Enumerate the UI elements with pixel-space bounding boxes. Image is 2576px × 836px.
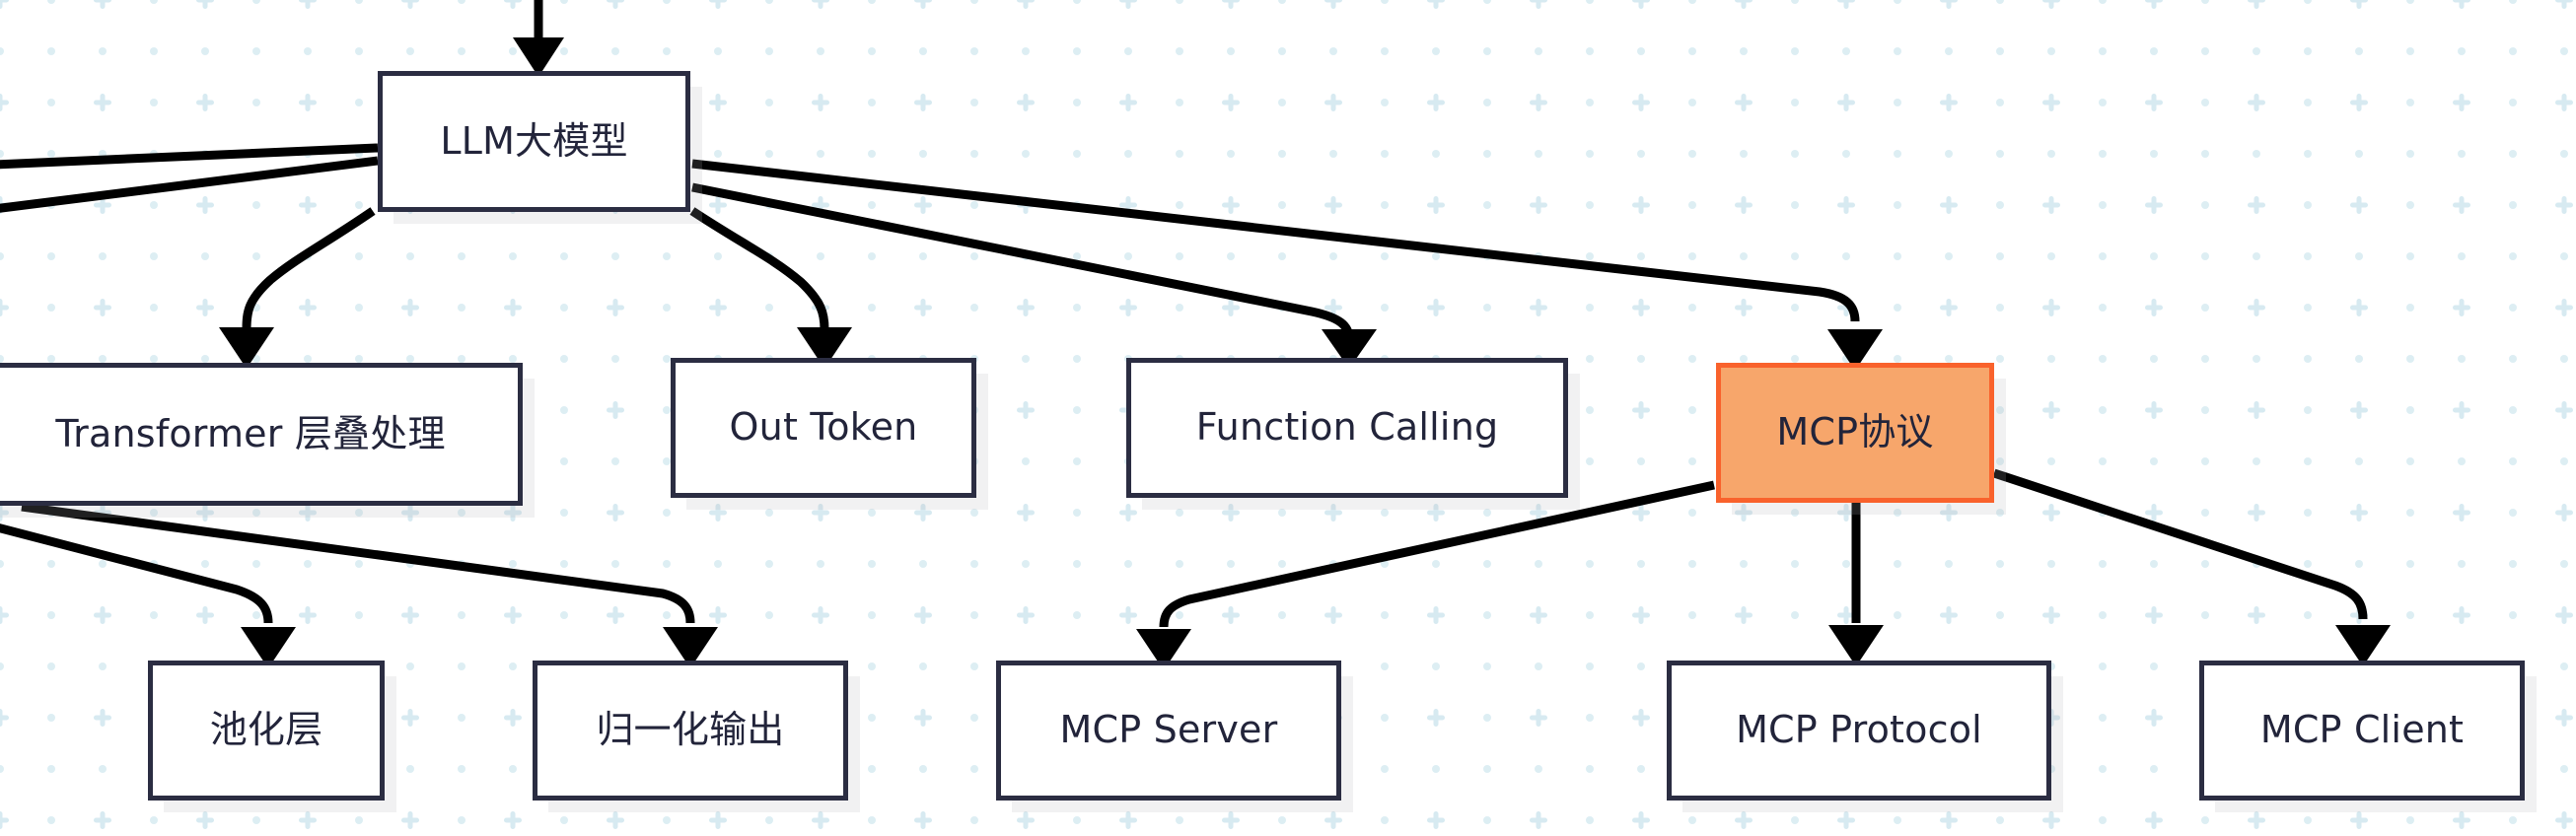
node-normalize[interactable]: 归一化输出	[533, 661, 848, 801]
node-mcp-client-label: MCP Client	[2259, 708, 2465, 752]
node-out-token[interactable]: Out Token	[671, 358, 976, 498]
node-function-calling[interactable]: Function Calling	[1126, 358, 1568, 498]
node-mcp-server-label: MCP Server	[1059, 708, 1278, 752]
node-pooling-label: 池化层	[209, 708, 323, 752]
node-pooling[interactable]: 池化层	[148, 661, 385, 801]
node-function-calling-label: Function Calling	[1195, 405, 1499, 450]
node-llm-label: LLM大模型	[440, 118, 628, 163]
node-transformer-label: Transformer 层叠处理	[55, 411, 446, 455]
node-mcp-server[interactable]: MCP Server	[996, 661, 1341, 801]
node-out-token-label: Out Token	[729, 405, 918, 450]
node-transformer[interactable]: Transformer 层叠处理	[0, 363, 523, 506]
node-normalize-label: 归一化输出	[596, 708, 785, 752]
node-mcp-client[interactable]: MCP Client	[2199, 661, 2525, 801]
node-mcp-protocol-cn[interactable]: MCP协议	[1716, 363, 1994, 503]
node-mcp-protocol-cn-label: MCP协议	[1776, 410, 1934, 454]
node-mcp-protocol-label: MCP Protocol	[1736, 708, 1982, 752]
node-mcp-protocol[interactable]: MCP Protocol	[1667, 661, 2051, 801]
node-llm[interactable]: LLM大模型	[378, 71, 690, 212]
